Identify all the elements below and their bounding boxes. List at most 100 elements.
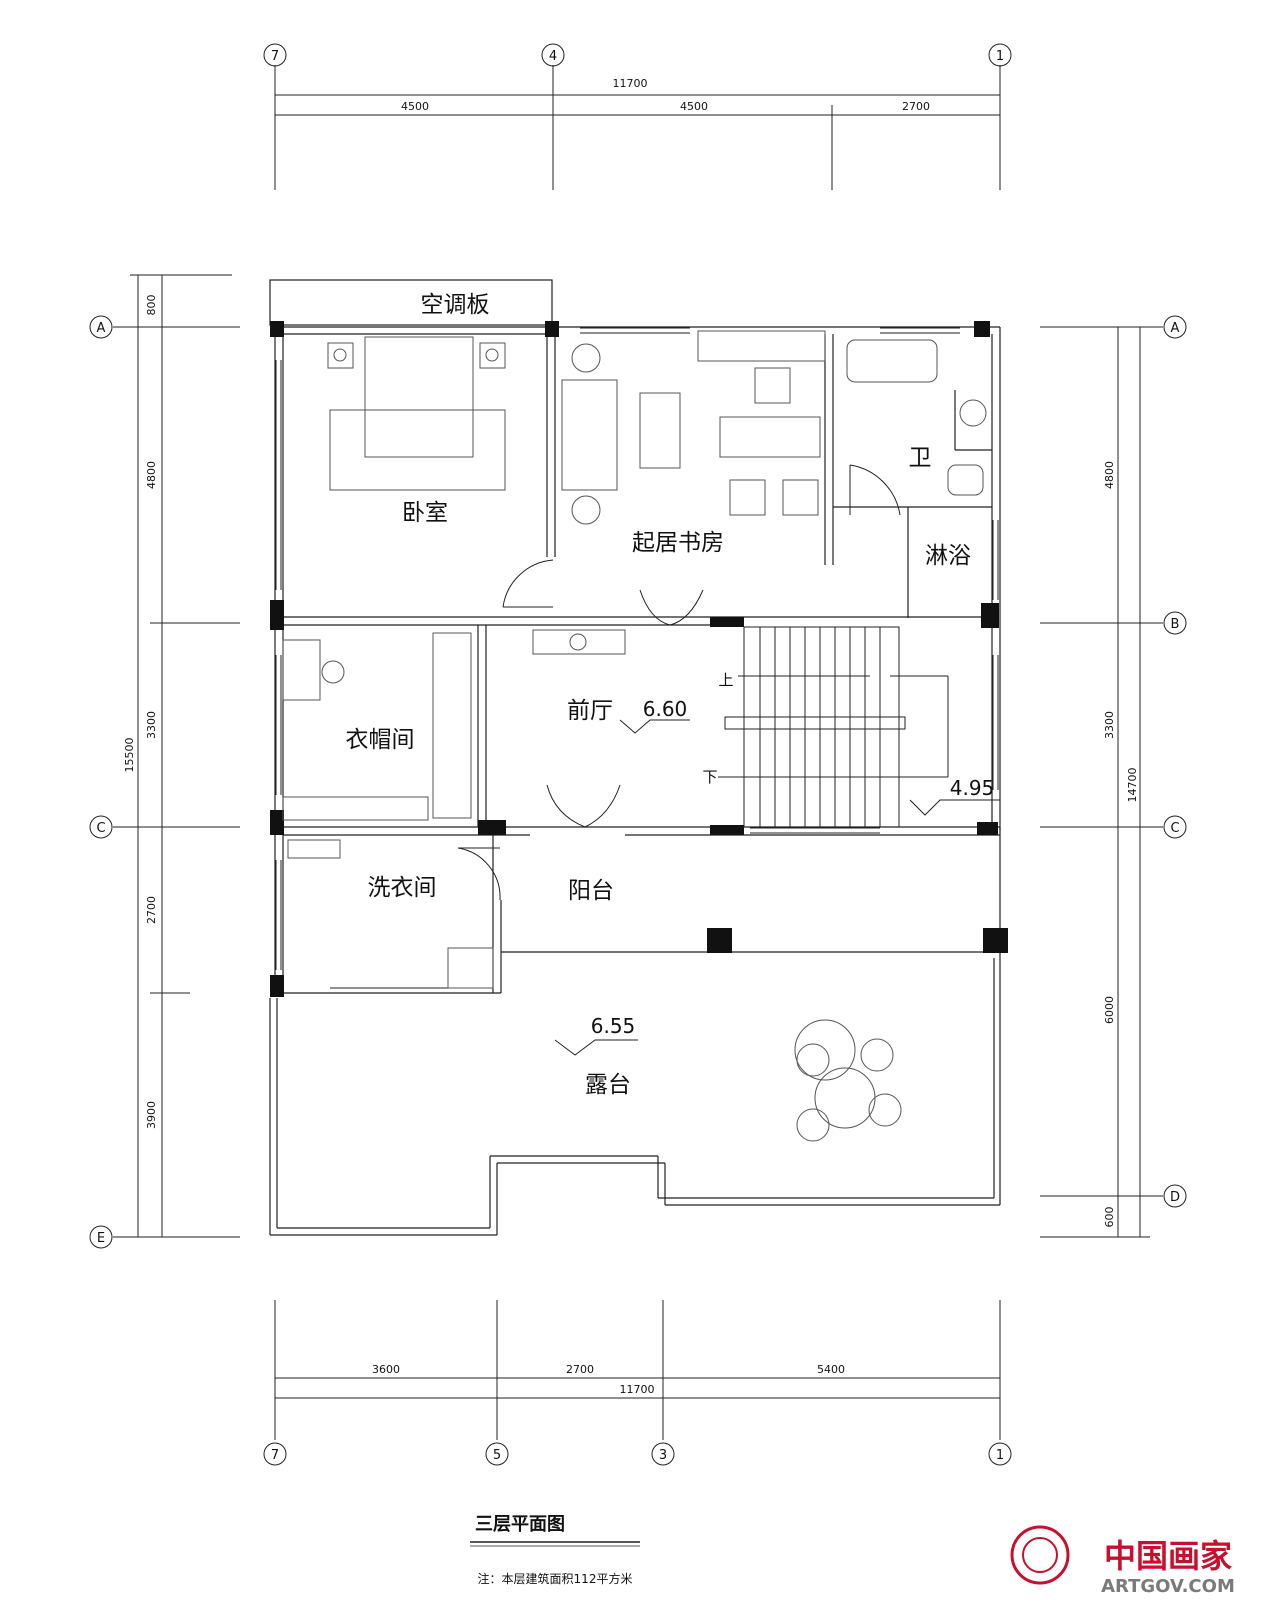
bottom-axis-label-7: 7 bbox=[271, 1448, 279, 1463]
left-axis-label-C: C bbox=[96, 821, 105, 836]
bottom-dim-seg2: 2700 bbox=[566, 1363, 594, 1376]
axis-bubble-top-4 bbox=[541, 43, 565, 67]
stair-handrail bbox=[724, 716, 906, 730]
elevation-marker-stair bbox=[909, 799, 1000, 816]
room-label-cloak: 衣帽间 bbox=[346, 727, 415, 753]
right-dim-seg3: 6000 bbox=[1103, 996, 1116, 1024]
elevation-marker-terrace bbox=[554, 1039, 638, 1056]
left-dim-seg2: 4800 bbox=[145, 461, 158, 489]
elevation-marker-foyer bbox=[619, 719, 690, 734]
drawing-title: 三层平面图 bbox=[475, 1514, 565, 1535]
room-label-balcony: 阳台 bbox=[568, 878, 614, 904]
axis-bubble-bottom-1 bbox=[988, 1442, 1012, 1466]
top-dim-seg1: 4500 bbox=[401, 100, 429, 113]
elevation-label-stair: 4.95 bbox=[950, 776, 995, 800]
left-dimensions bbox=[89, 274, 240, 1249]
right-dim-seg2: 3300 bbox=[1103, 711, 1116, 739]
patio-umbrella bbox=[794, 1019, 856, 1081]
bottom-dim-seg3: 5400 bbox=[817, 1363, 845, 1376]
right-axis-label-B: B bbox=[1171, 617, 1180, 632]
room-label-foyer: 前厅 bbox=[567, 698, 613, 724]
room-label-ac-board: 空调板 bbox=[421, 292, 490, 318]
top-dim-seg3: 2700 bbox=[902, 100, 930, 113]
elevation-label-foyer: 6.60 bbox=[643, 697, 688, 721]
shoe-cabinet bbox=[282, 796, 429, 821]
doors bbox=[457, 464, 901, 901]
elevation-label-terrace: 6.55 bbox=[591, 1014, 636, 1038]
staircase bbox=[718, 626, 949, 828]
axis-bubble-left-E bbox=[89, 1225, 113, 1249]
axis-bubble-left-A bbox=[89, 315, 113, 339]
wardrobe bbox=[432, 632, 472, 819]
left-axis-label-A: A bbox=[97, 321, 106, 336]
stair-up-label: 上 bbox=[718, 671, 733, 689]
right-axis-label-C: C bbox=[1170, 821, 1179, 836]
sofa bbox=[561, 379, 618, 491]
console-table bbox=[532, 629, 626, 655]
left-axis-label-E: E bbox=[97, 1231, 105, 1246]
right-dim-seg1: 4800 bbox=[1103, 461, 1116, 489]
desk bbox=[719, 416, 821, 458]
axis-bubble-bottom-5 bbox=[485, 1442, 509, 1466]
room-label-wc: 卫 bbox=[909, 445, 932, 471]
axis-bubble-top-1 bbox=[988, 43, 1012, 67]
bed bbox=[364, 336, 474, 458]
axis-bubble-left-C bbox=[89, 815, 113, 839]
top-axis-label-1: 1 bbox=[996, 49, 1004, 64]
patio-table bbox=[814, 1067, 876, 1129]
top-dim-seg2: 4500 bbox=[680, 100, 708, 113]
left-dim-seg5: 3900 bbox=[145, 1101, 158, 1129]
bathtub bbox=[846, 339, 938, 383]
windows bbox=[275, 327, 999, 994]
axis-bubble-bottom-7 bbox=[263, 1442, 287, 1466]
left-dim-seg3: 3300 bbox=[145, 711, 158, 739]
bottom-axis-label-5: 5 bbox=[493, 1448, 501, 1463]
furniture bbox=[282, 330, 987, 1142]
right-dim-total: 14700 bbox=[1126, 768, 1139, 803]
room-label-study: 起居书房 bbox=[632, 530, 724, 556]
left-dim-seg1: 800 bbox=[145, 295, 158, 316]
columns bbox=[270, 321, 1008, 997]
bottom-dim-seg1: 3600 bbox=[372, 1363, 400, 1376]
axis-bubble-right-D bbox=[1163, 1184, 1187, 1208]
watermark-brand: 中国画家 bbox=[1104, 1537, 1232, 1575]
bookshelf bbox=[697, 330, 826, 362]
right-axis-label-A: A bbox=[1171, 321, 1180, 336]
ac-board-outline bbox=[269, 279, 553, 326]
axis-bubble-top-7 bbox=[263, 43, 287, 67]
coffee-table bbox=[639, 392, 681, 469]
dresser bbox=[282, 639, 321, 701]
elevation-markers bbox=[554, 719, 1000, 1056]
stair-outline bbox=[743, 626, 900, 828]
washing-machine bbox=[447, 947, 494, 989]
stair-down-label: 下 bbox=[702, 768, 717, 786]
axis-bubble-right-C bbox=[1163, 815, 1187, 839]
bottom-dim-total: 11700 bbox=[620, 1383, 655, 1396]
room-label-laundry: 洗衣间 bbox=[368, 875, 437, 901]
watermark-logo bbox=[1010, 1525, 1070, 1585]
axis-bubble-right-A bbox=[1163, 315, 1187, 339]
right-dim-seg4: 600 bbox=[1103, 1207, 1116, 1228]
axis-bubble-right-B bbox=[1163, 611, 1187, 635]
top-axis-label-7: 7 bbox=[271, 49, 279, 64]
right-dimensions bbox=[1040, 315, 1187, 1238]
toilet bbox=[947, 464, 984, 496]
bedroom-rug bbox=[329, 409, 506, 491]
bottom-axis-label-3: 3 bbox=[659, 1448, 667, 1463]
walls bbox=[269, 279, 1001, 1236]
area-note: 注：本层建筑面积112平方米 bbox=[478, 1571, 633, 1586]
top-axis-label-4: 4 bbox=[549, 49, 557, 64]
room-label-shower: 淋浴 bbox=[925, 543, 971, 569]
washbasin bbox=[959, 399, 987, 427]
top-dim-total: 11700 bbox=[613, 77, 648, 90]
left-dim-seg4: 2700 bbox=[145, 896, 158, 924]
bottom-axis-label-1: 1 bbox=[996, 1448, 1004, 1463]
bottom-dimensions bbox=[263, 1300, 1012, 1466]
room-label-bedroom: 卧室 bbox=[402, 500, 448, 526]
right-axis-label-D: D bbox=[1170, 1190, 1180, 1205]
top-dimensions bbox=[263, 43, 1012, 190]
axis-bubble-bottom-3 bbox=[651, 1442, 675, 1466]
watermark-site: ARTGOV.COM bbox=[1101, 1576, 1235, 1597]
